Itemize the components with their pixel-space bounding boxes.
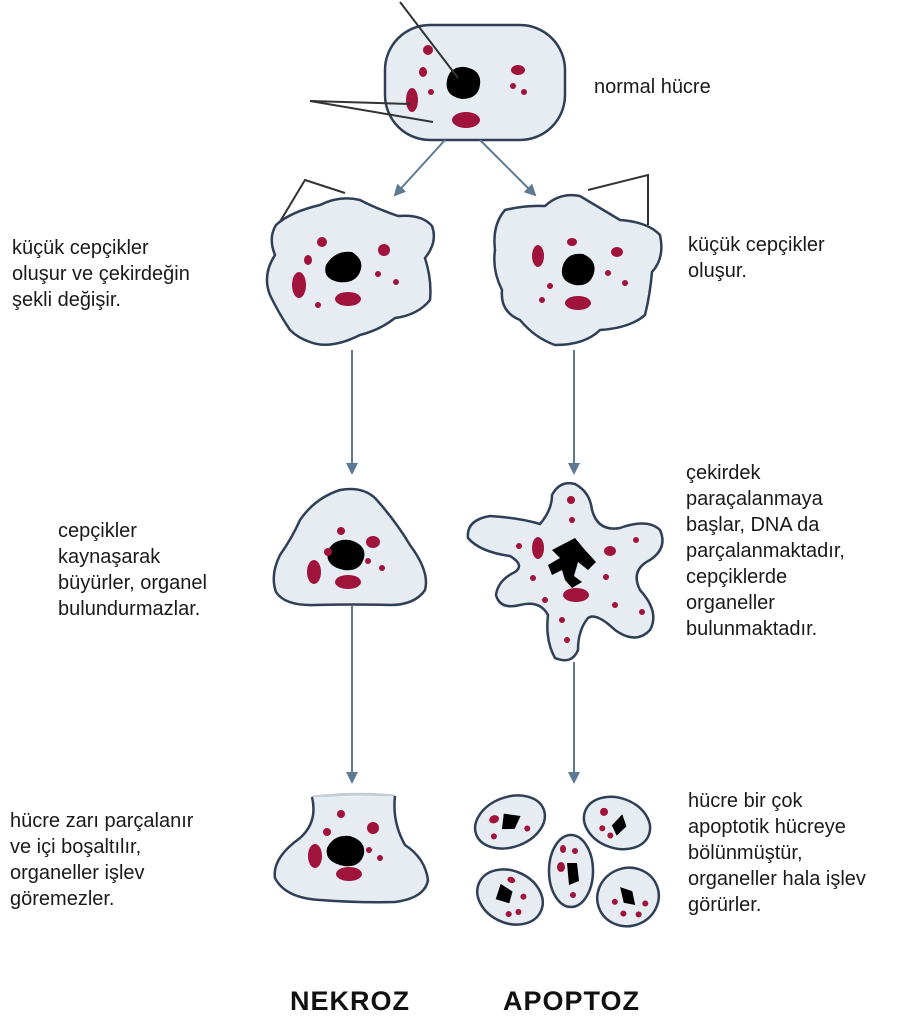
apoptotic-bodies (468, 786, 667, 935)
label-apoptosis-stage-1: küçük cepçikler oluşur. (688, 232, 825, 284)
apoptotic-body (549, 835, 593, 907)
apoptotic-body (589, 859, 667, 935)
normal-cell (385, 25, 565, 140)
title-necrosis: NEKROZ (290, 986, 410, 1017)
label-necrosis-stage-1: küçük cepçikler oluşur ve çekirdeğin şek… (12, 235, 190, 313)
label-necrosis-stage-2: cepçikler kaynaşarak büyürler, organel b… (58, 518, 207, 622)
necrosis-cell-2 (274, 489, 426, 605)
apoptosis-cell-1 (494, 195, 661, 345)
necrosis-cell-3 (275, 794, 428, 902)
title-apoptosis: APOPTOZ (503, 986, 640, 1017)
label-apoptosis-stage-3: hücre bir çok apoptotik hücreye bölünmüş… (688, 788, 866, 918)
apoptotic-body (468, 859, 552, 935)
apoptosis-cell-2 (468, 483, 663, 660)
arrow-to-necrosis (395, 140, 445, 195)
nucleus (447, 67, 481, 99)
nucleus (327, 540, 364, 571)
necrosis-cell-1 (267, 198, 434, 344)
apoptotic-body (468, 786, 553, 858)
label-normal-cell: normal hücre (594, 74, 711, 100)
arrow-to-apoptosis (480, 140, 535, 195)
label-apoptosis-stage-2: çekirdek paraçalanmaya başlar, DNA da pa… (686, 460, 845, 642)
label-necrosis-stage-3: hücre zarı parçalanır ve içi boşaltılır,… (10, 808, 193, 912)
